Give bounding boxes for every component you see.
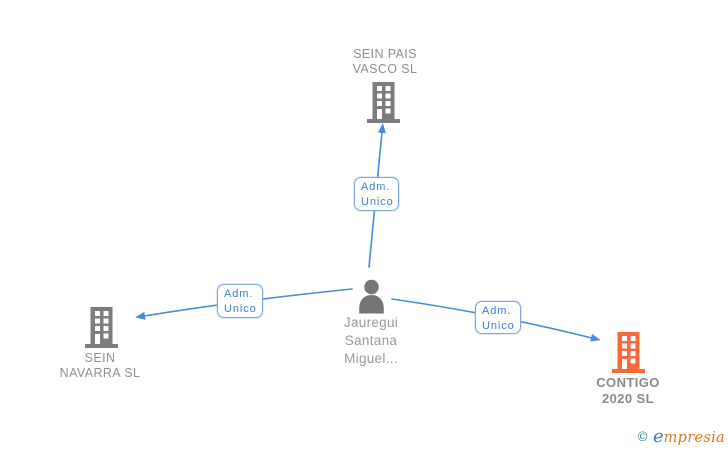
copyright-symbol: © [635,430,649,445]
edge-label-line1: Adm. [361,181,391,193]
empresia-logo[interactable]: ©empresia [636,426,725,447]
company-name-line1: SEIN PAIS [353,47,417,61]
company-name: CONTIGO 2020 SL [558,375,698,407]
brand-name: mpresia [663,430,725,446]
building-icon [365,82,402,129]
person-name-line1: Jauregui [343,315,399,330]
edge-label-line2: Unico [224,302,257,315]
person-name-line2: Santana [344,333,398,348]
company-name-line2: VASCO SL [352,62,418,76]
edge-label-adm-unico-top: Adm. Unico [354,177,399,211]
edge-label-line2: Unico [361,195,394,208]
company-name-line1: SEIN [84,351,116,365]
building-icon [610,332,647,379]
company-name: SEIN PAIS VASCO SL [315,47,455,77]
edge-label-line2: Unico [482,319,515,332]
company-name-line2: 2020 SL [602,391,654,406]
company-name-line1: CONTIGO [596,375,660,390]
company-name-line2: NAVARRA SL [59,366,141,380]
person-name: Jauregui Santana Miguel... [301,314,441,368]
company-name: SEIN NAVARRA SL [30,351,170,381]
person-name-line3: Miguel... [344,351,398,366]
brand-initial: e [652,426,664,447]
person-icon [356,279,387,320]
edge-label-adm-unico-left: Adm. Unico [217,284,263,318]
edge-label-line1: Adm. [482,305,512,317]
building-icon [83,307,120,354]
edge-label-line1: Adm. [224,288,254,300]
edge-label-adm-unico-right: Adm. Unico [475,301,521,334]
